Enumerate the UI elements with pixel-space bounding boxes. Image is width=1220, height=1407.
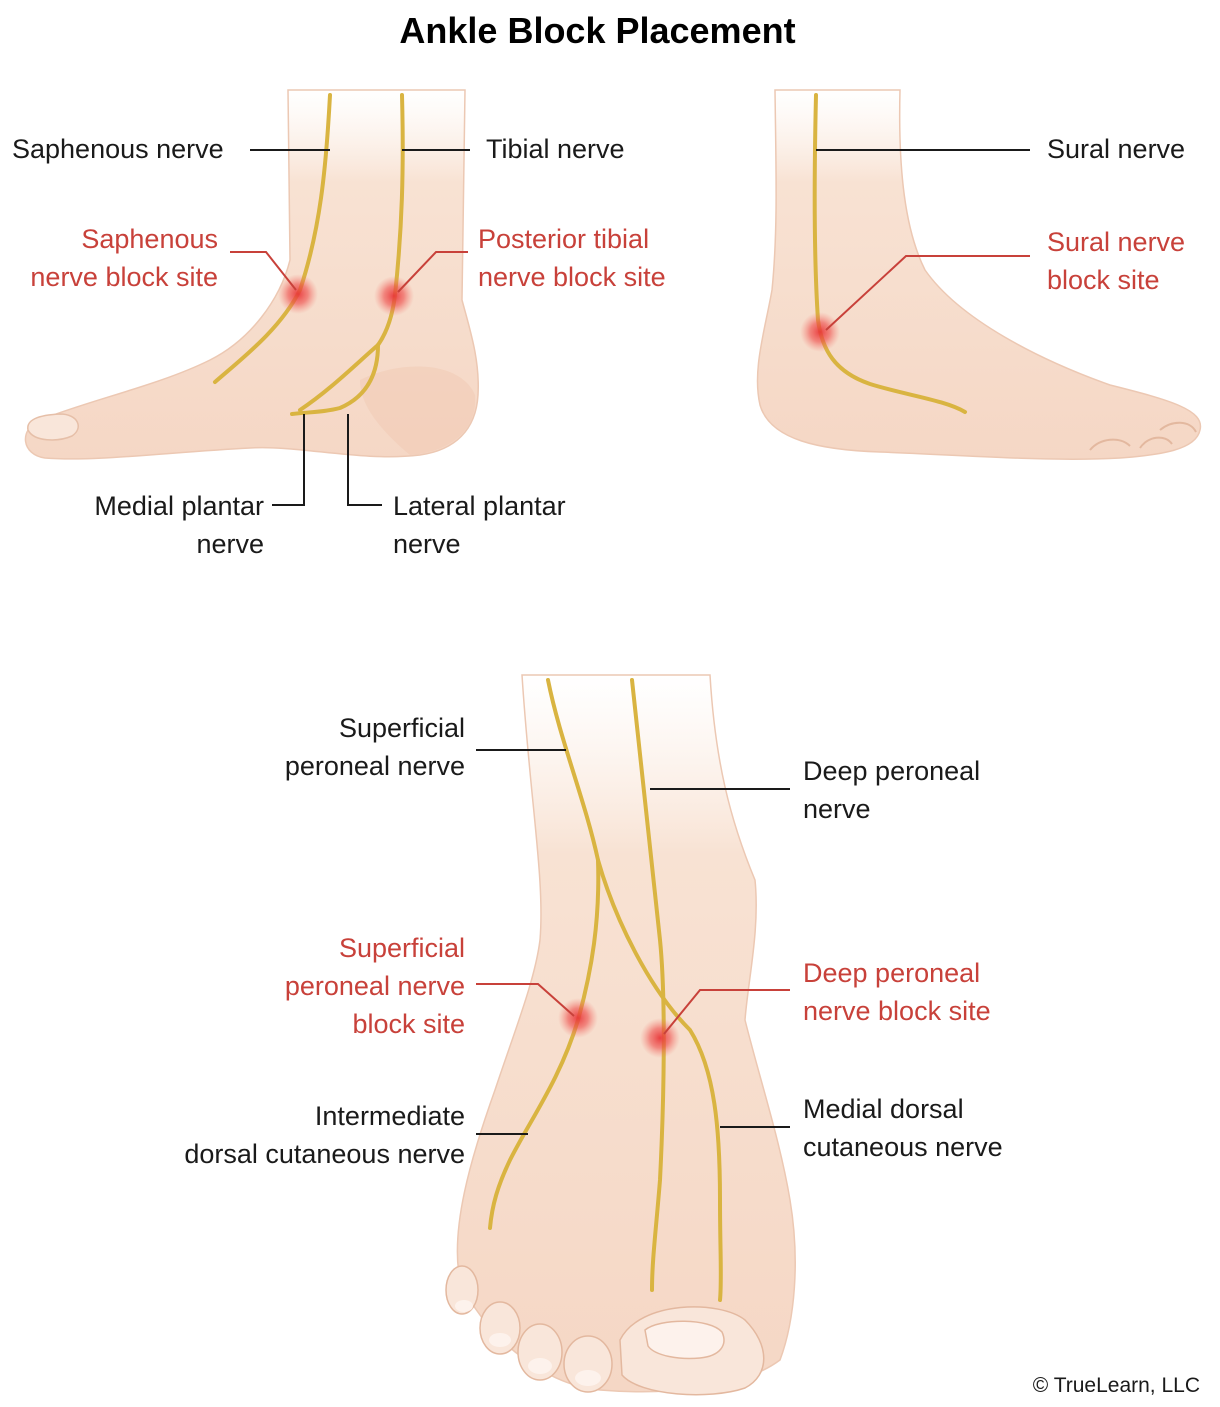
medial-heel-shading [360,366,476,455]
label-line: block site [352,1009,465,1039]
label-line: nerve [196,529,264,559]
medial-dorsal-nerve-line [596,858,723,1302]
label-deep-peroneal-nerve: Deep peroneal nerve [803,752,980,828]
label-superficial-peroneal-block-site: Superficial peroneal nerve block site [200,929,465,1043]
leader-saphenous-block [230,251,297,291]
label-line: Lateral plantar [393,491,566,521]
label-tibial-nerve: Tibial nerve [486,134,625,164]
label-line: peroneal nerve [284,971,465,1001]
tibial-nerve-line [376,93,405,347]
label-line: block site [1047,265,1160,295]
label-line: nerve block site [30,262,218,292]
label-line: Deep peroneal [803,958,981,988]
label-line: nerve block site [478,262,666,292]
label-line: Medial plantar [94,491,264,521]
copyright-notice: © TrueLearn, LLC [1032,1374,1200,1397]
lateral-plantar-nerve-line [290,343,380,416]
label-line: peroneal nerve [284,751,465,781]
label-line: Intermediate [314,1101,465,1131]
label-line: cutaneous nerve [803,1132,1003,1162]
label-line: Deep peroneal [803,756,981,786]
superficial-peroneal-block-site-marker [558,998,598,1038]
label-line: Superficial [338,713,465,743]
label-medial-dorsal-cutaneous-nerve: Medial dorsal cutaneous nerve [803,1090,1003,1166]
lateral-foot-view [756,89,1202,460]
label-line: dorsal cutaneous nerve [184,1139,465,1169]
anterior-foot-skin [456,674,796,1393]
label-line: Superficial [338,933,465,963]
medial-foot-skin [24,89,480,460]
label-line: nerve block site [803,996,991,1026]
label-line: Medial dorsal [803,1094,964,1124]
label-intermediate-dorsal-cutaneous-nerve: Intermediate dorsal cutaneous nerve [140,1097,465,1173]
leader-sural-block [825,255,1030,331]
leader-deep-peroneal-block [663,989,790,1035]
leader-superficial-peroneal-block [476,983,575,1017]
lateral-toes [1089,421,1197,451]
lateral-foot-skin [756,89,1202,460]
big-toe-nail [644,1320,725,1360]
deep-peroneal-nerve-line [630,678,666,1292]
saphenous-block-site-marker [278,274,318,314]
leader-lateral-plantar [347,414,382,506]
label-posterior-tibial-block-site: Posterior tibial nerve block site [478,220,666,296]
medial-plantar-nerve-line [298,343,380,412]
page-title: Ankle Block Placement [399,10,796,51]
label-sural-nerve: Sural nerve [1047,134,1186,164]
leader-tibial-block [397,251,468,293]
deep-peroneal-block-site-marker [640,1018,680,1058]
label-medial-plantar-nerve: Medial plantar nerve [40,487,264,563]
label-line: Saphenous [81,224,218,254]
intermediate-dorsal-nerve-line [488,1018,580,1230]
label-deep-peroneal-block-site: Deep peroneal nerve block site [803,954,991,1030]
label-line: nerve [803,794,871,824]
medial-foot-view [24,89,480,506]
medial-big-toe [27,413,79,441]
label-sural-block-site: Sural nerve block site [1047,223,1185,299]
label-lateral-plantar-nerve: Lateral plantar nerve [393,487,566,563]
label-line: Posterior tibial [478,224,650,254]
anterior-foot-view [445,674,796,1396]
sural-block-site-marker [800,312,840,352]
leader-medial-plantar [272,414,305,506]
anterior-toes [445,1265,765,1396]
label-saphenous-nerve: Saphenous nerve [12,134,224,164]
label-saphenous-block-site: Saphenous nerve block site [10,220,218,296]
label-superficial-peroneal-nerve: Superficial peroneal nerve [200,709,465,785]
label-line: Sural nerve [1047,227,1186,257]
label-line: nerve [393,529,461,559]
